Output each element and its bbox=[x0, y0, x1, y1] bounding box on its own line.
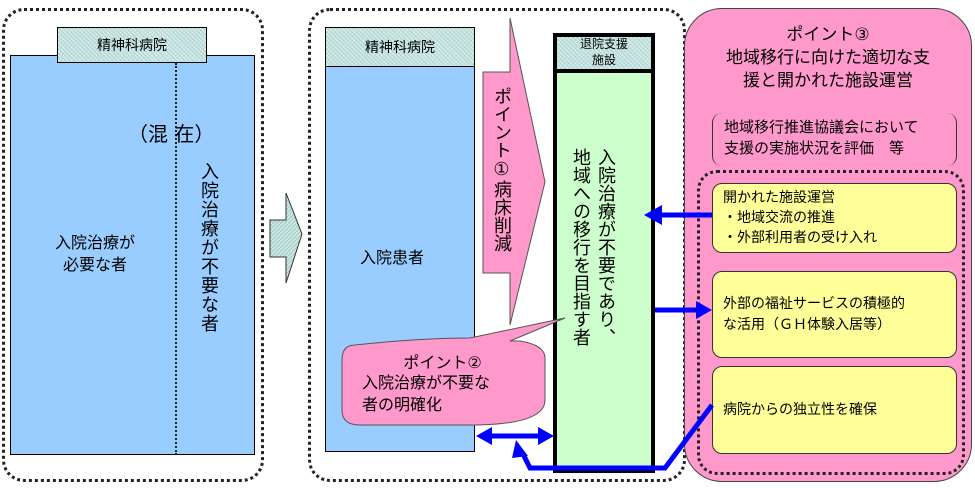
item-independence-line: 病院からの独立性を確保 bbox=[723, 401, 877, 418]
arrow-independence-to-double-arrow bbox=[519, 403, 715, 471]
item-independence: 病院からの独立性を確保 bbox=[712, 366, 957, 454]
before-hospital-label: 精神科病院 bbox=[97, 38, 167, 54]
point2-title: ポイント② bbox=[403, 353, 482, 372]
item-external-welfare-line: 外部の福祉サービスの積極的 bbox=[723, 296, 905, 313]
before-divider-line bbox=[175, 63, 177, 455]
evaluation-note: 地域移行推進協議会において 支援の実施状況を評価 等 bbox=[724, 118, 919, 157]
point1-label: ポイント①病床削減 bbox=[491, 87, 512, 252]
facility-header: 退院支援 施設 bbox=[553, 33, 655, 73]
item-external-welfare-line: な活用（ＧＨ体験入居等） bbox=[723, 316, 891, 333]
evaluation-note-bracket bbox=[712, 113, 957, 166]
point2-text: 入院治療が不要な 者の明確化 bbox=[362, 373, 491, 414]
before-hospital-body bbox=[10, 55, 255, 455]
before-panel-frame bbox=[2, 8, 264, 482]
item-open-operation: 開かれた施設運営 ・地域交流の推進 ・外部利用者の受け入れ bbox=[712, 183, 957, 253]
before-hospital-header: 精神科病院 bbox=[57, 27, 207, 63]
after-hospital-label: 精神科病院 bbox=[365, 40, 435, 56]
facility-box bbox=[553, 33, 655, 473]
no-treatment-needed-label: 入院治療が不要な者 bbox=[198, 162, 219, 333]
mixed-label: （混 在） bbox=[128, 122, 215, 146]
facility-text-col2: 地域への移行を目指す者 bbox=[570, 148, 591, 346]
point1-arrow-shape bbox=[482, 17, 546, 326]
after-hospital-header: 精神科病院 bbox=[325, 27, 475, 67]
point3-items-frame bbox=[697, 170, 965, 475]
arrowhead-up-icon bbox=[512, 440, 528, 458]
item-open-operation-line: ・地域交流の推進 bbox=[723, 209, 835, 226]
facility-header-label: 退院支援 施設 bbox=[579, 37, 628, 67]
facility-text-col1: 入院治療が不要であり、 bbox=[595, 148, 616, 346]
arrowhead-left-icon bbox=[476, 427, 492, 445]
point3-title: ポイント③ bbox=[786, 25, 870, 45]
point3-subtitle: 地域移行に向けた適切な支 援と開かれた施設運営 bbox=[726, 48, 930, 91]
right-arrow-icon bbox=[269, 192, 303, 284]
arrowhead-right-icon bbox=[538, 427, 554, 445]
item-open-operation-line: 開かれた施設運営 bbox=[723, 189, 835, 206]
item-external-welfare: 外部の福祉サービスの積極的 な活用（ＧＨ体験入居等） bbox=[712, 271, 957, 358]
arrowhead-right-icon bbox=[696, 301, 712, 319]
inpatients-label: 入院患者 bbox=[360, 248, 425, 267]
arrowhead-left-icon bbox=[644, 205, 662, 225]
point2-callout-shape bbox=[341, 317, 566, 426]
item-open-operation-line: ・外部利用者の受け入れ bbox=[723, 230, 877, 247]
needs-treatment-label: 入院治療が 必要な者 bbox=[54, 233, 135, 274]
